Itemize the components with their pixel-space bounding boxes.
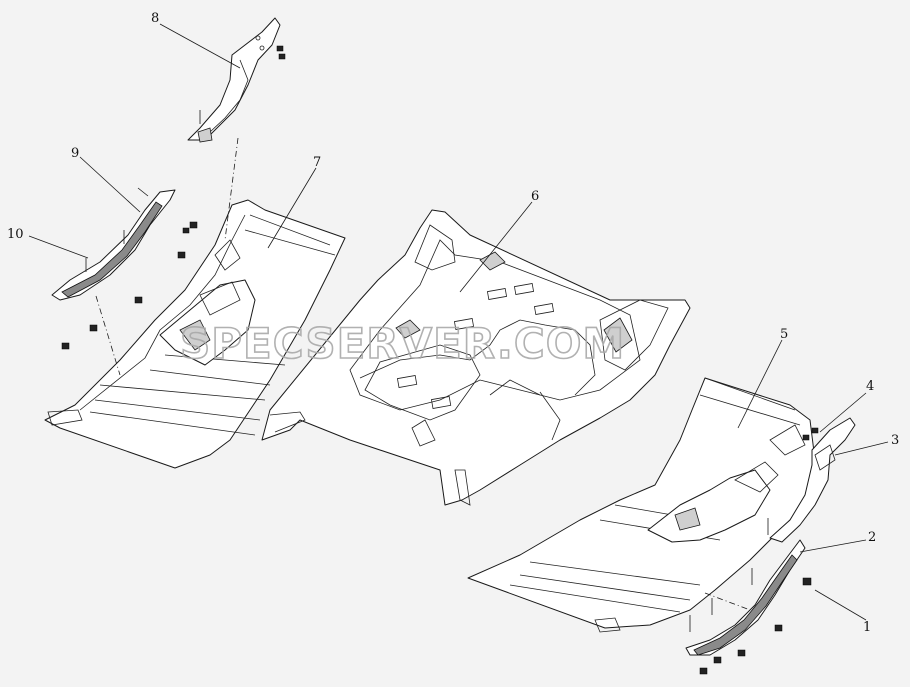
part-8-bracket [187,17,286,143]
part-2-right-sill-strip [685,539,806,656]
watermark-text: SPECSERVER.COM [180,319,625,368]
callout-10: 10 [7,227,24,242]
assembly-lines [95,137,751,611]
part-5-right-floor-mat [467,377,816,633]
fasteners [61,110,819,675]
callout-9: 9 [71,146,79,161]
callout-2: 2 [868,530,876,545]
part-7-left-floor-mat [44,199,346,469]
part-3-right-side-trim [769,417,856,543]
part-6-center-mat [261,209,691,506]
callout-8: 8 [151,11,159,26]
callout-7: 7 [313,155,321,170]
callout-5: 5 [780,327,788,342]
callout-3: 3 [891,433,899,448]
callout-1: 1 [863,620,871,635]
callout-4: 4 [866,379,874,394]
callout-6: 6 [531,189,539,204]
part-9-left-sill-strip [51,189,176,301]
callouts: 1 2 3 4 5 6 7 8 9 10 [7,11,899,635]
